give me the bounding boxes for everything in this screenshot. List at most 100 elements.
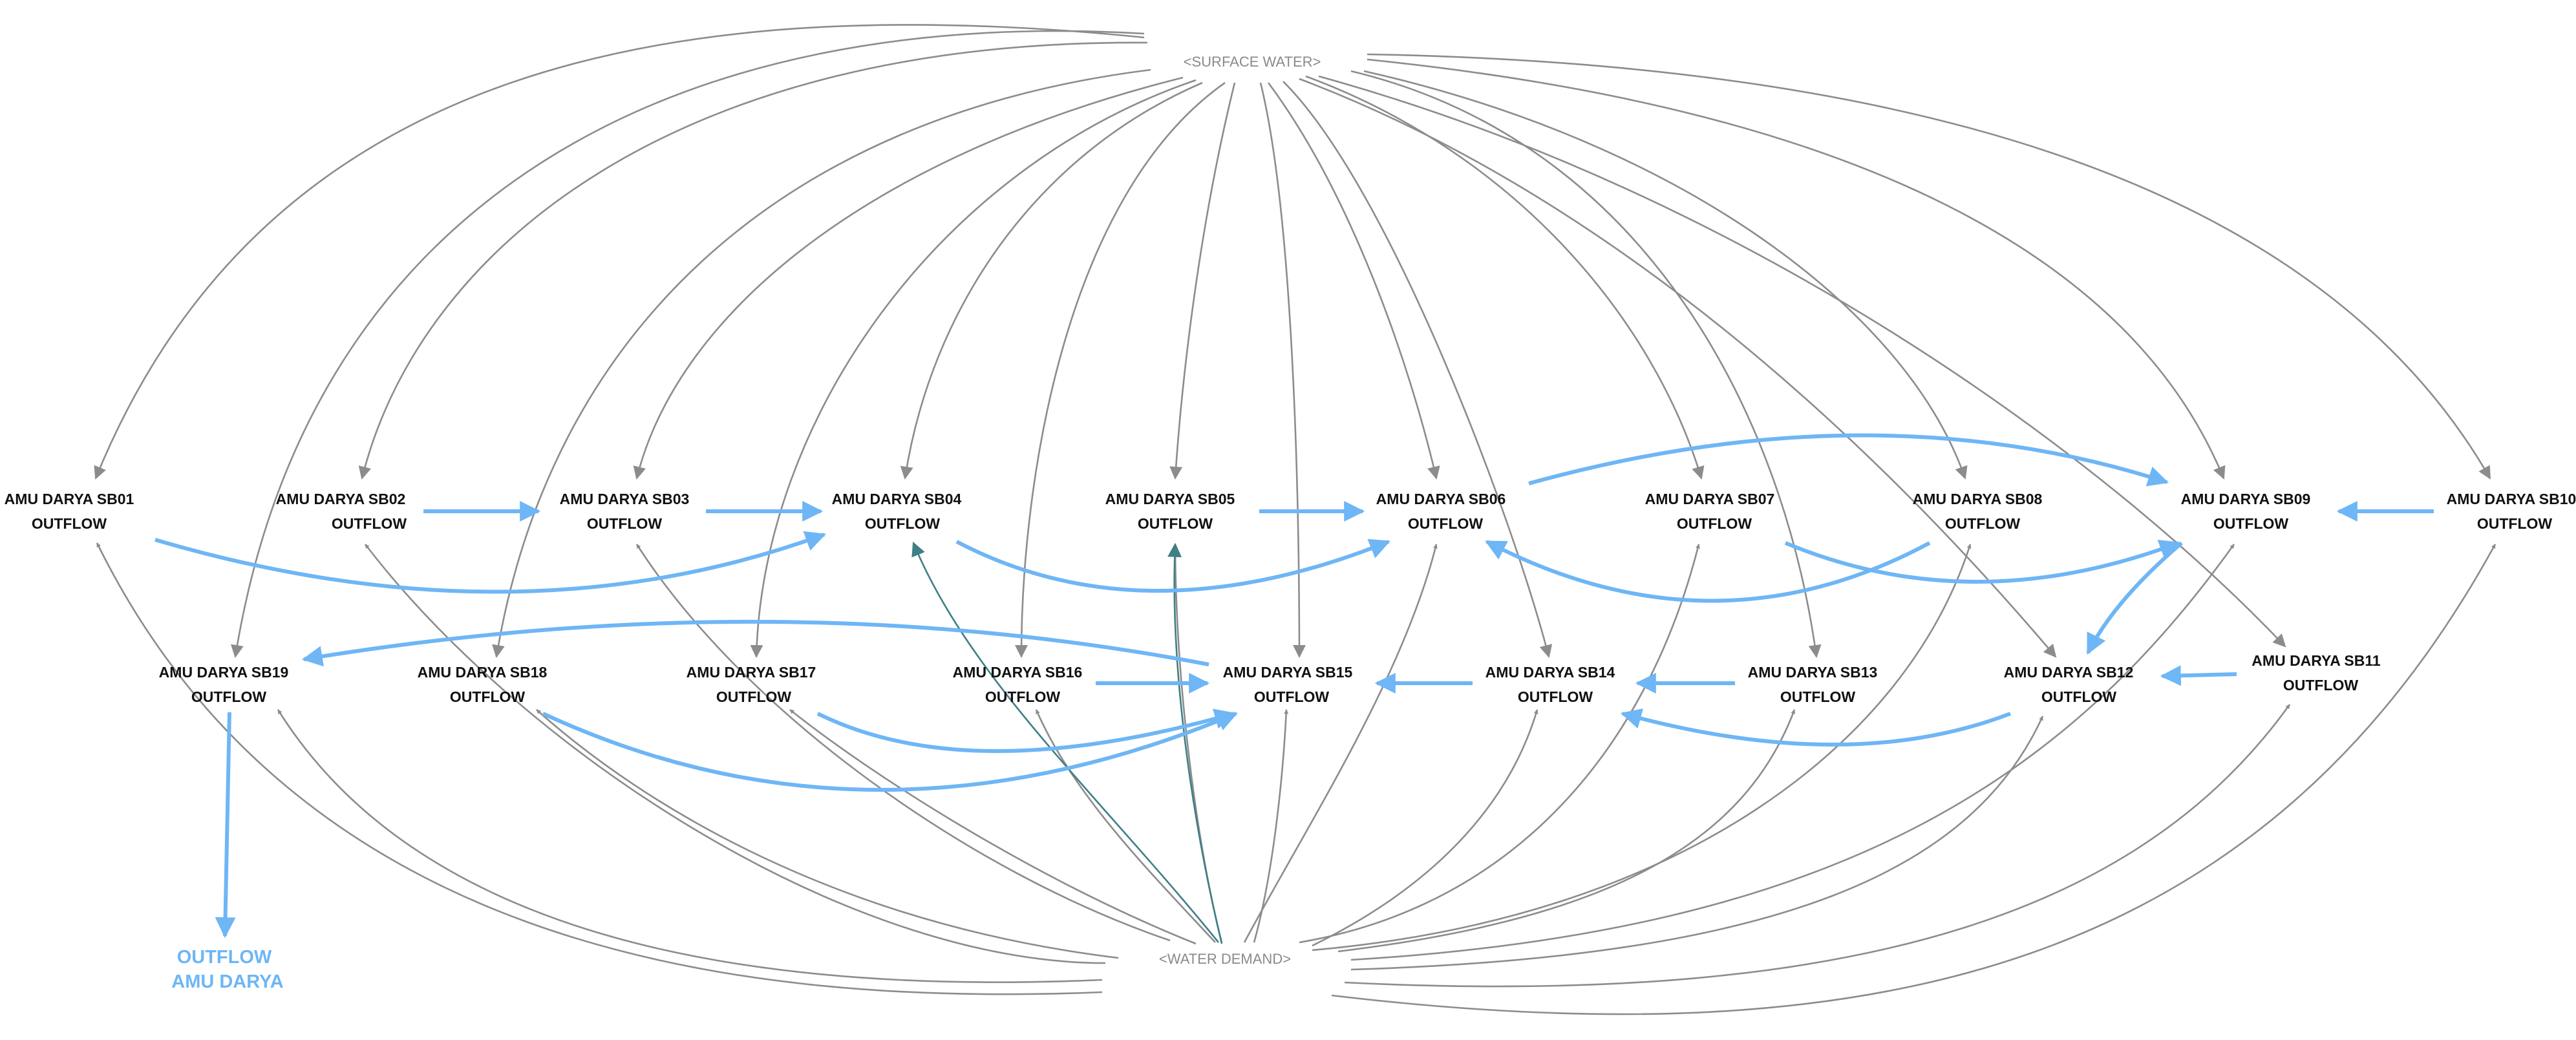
link-surface-water-to-sb19 [231, 30, 1145, 658]
link-water-demand-to-sb12 [1350, 716, 2044, 971]
flow-link-sb18-to-sb15 [542, 711, 1238, 792]
link-surface-water-to-sb17 [750, 79, 1197, 658]
node-sb12[interactable]: AMU DARYA SB12 OUTFLOW [2004, 664, 2134, 705]
flow-links-group [154, 433, 2434, 939]
link-water-demand-to-sb10 [1331, 544, 2496, 1015]
svg-text:AMU DARYA SB13: AMU DARYA SB13 [1748, 664, 1878, 681]
link-surface-water-to-sb06 [1267, 82, 1440, 480]
flow-link-sb11-to-sb12 [2160, 665, 2237, 686]
node-sb07[interactable]: AMU DARYA SB07 OUTFLOW [1645, 491, 1775, 532]
node-sb14[interactable]: AMU DARYA SB14 OUTFLOW [1485, 664, 1615, 705]
teal-links-group [911, 541, 1223, 944]
node-sb02[interactable]: AMU DARYA SB02 OUTFLOW [276, 491, 407, 532]
flow-link-sb17-to-sb15 [816, 708, 1236, 753]
node-sb16[interactable]: AMU DARYA SB16 OUTFLOW [953, 664, 1083, 705]
svg-text:OUTFLOW: OUTFLOW [32, 515, 107, 532]
gray-links-group [94, 24, 2496, 1015]
node-sb05[interactable]: AMU DARYA SB05 OUTFLOW [1105, 491, 1235, 532]
link-water-demand-to-sb08 [1312, 544, 1972, 951]
node-sb18[interactable]: AMU DARYA SB18 OUTFLOW [418, 664, 548, 705]
svg-text:AMU DARYA SB09: AMU DARYA SB09 [2181, 491, 2311, 507]
svg-text:AMU DARYA SB15: AMU DARYA SB15 [1223, 664, 1353, 681]
surface-water-shadow-variable[interactable]: <SURFACE WATER> [1184, 54, 1321, 70]
svg-text:OUTFLOW: OUTFLOW [985, 688, 1061, 705]
svg-text:OUTFLOW: OUTFLOW [1780, 688, 1856, 705]
svg-text:AMU DARYA SB11: AMU DARYA SB11 [2251, 652, 2381, 669]
svg-text:AMU DARYA SB02: AMU DARYA SB02 [276, 491, 406, 507]
node-sb19[interactable]: AMU DARYA SB19 OUTFLOW [159, 664, 289, 705]
link-water-demand-to-sb09 [1350, 544, 2235, 961]
svg-text:AMU DARYA SB07: AMU DARYA SB07 [1645, 491, 1775, 507]
svg-text:OUTFLOW: OUTFLOW [865, 515, 941, 532]
link-water-demand-to-sb05 [1167, 542, 1223, 944]
link-water-demand-to-sb19 [277, 709, 1103, 983]
node-sb06[interactable]: AMU DARYA SB06 OUTFLOW [1376, 491, 1506, 532]
flow-link-sb06-to-sb09 [1528, 433, 2169, 487]
node-sb03[interactable]: AMU DARYA SB03 OUTFLOW [560, 491, 690, 532]
node-sb08[interactable]: AMU DARYA SB08 OUTFLOW [1913, 491, 2043, 532]
node-sb13[interactable]: AMU DARYA SB13 OUTFLOW [1748, 664, 1878, 705]
node-sb17[interactable]: AMU DARYA SB17 OUTFLOW [687, 664, 816, 705]
flow-link-sb04-to-sb06 [955, 538, 1390, 593]
link-surface-water-to-sb14 [1283, 81, 1553, 658]
svg-text:OUTFLOW: OUTFLOW [1408, 515, 1484, 532]
link-water-demand-to-sb18 [536, 709, 1119, 959]
water-demand-shadow-variable[interactable]: <WATER DEMAND> [1159, 951, 1291, 967]
link-water-demand-to-sb16 [1035, 709, 1216, 943]
svg-text:AMU DARYA SB19: AMU DARYA SB19 [159, 664, 289, 681]
link-water-demand-to-sb13 [1337, 709, 1796, 953]
svg-text:OUTFLOW: OUTFLOW [2213, 515, 2289, 532]
svg-text:AMU DARYA SB12: AMU DARYA SB12 [2004, 664, 2134, 681]
node-sb10[interactable]: AMU DARYA SB10 OUTFLOW [2447, 491, 2576, 532]
final-outflow-node[interactable]: OUTFLOW AMU DARYA [171, 947, 284, 992]
svg-text:AMU DARYA SB08: AMU DARYA SB08 [1913, 491, 2043, 507]
svg-text:OUTFLOW: OUTFLOW [2477, 515, 2553, 532]
svg-text:OUTFLOW: OUTFLOW [177, 947, 272, 968]
link-surface-water-to-sb18 [492, 69, 1151, 658]
flow-link-sb08-to-sb06 [1485, 540, 1931, 603]
link-surface-water-to-sb04 [900, 81, 1203, 480]
svg-text:OUTFLOW: OUTFLOW [450, 688, 526, 705]
svg-text:AMU DARYA SB16: AMU DARYA SB16 [953, 664, 1083, 681]
link-water-demand-to-sb11 [1344, 704, 2291, 988]
svg-text:OUTFLOW: OUTFLOW [332, 515, 407, 532]
flow-link-sb19-to-final-outflow [215, 712, 236, 939]
link-surface-water-to-sb13 [1350, 70, 1822, 658]
svg-text:OUTFLOW: OUTFLOW [1254, 688, 1330, 705]
svg-text:OUTFLOW: OUTFLOW [1138, 515, 1213, 532]
svg-text:AMU DARYA: AMU DARYA [171, 971, 284, 992]
svg-text:AMU DARYA SB04: AMU DARYA SB04 [832, 491, 962, 507]
svg-text:AMU DARYA SB03: AMU DARYA SB03 [560, 491, 690, 507]
flow-link-sb09-to-sb12 [2086, 541, 2183, 655]
node-sb15[interactable]: AMU DARYA SB15 OUTFLOW [1223, 664, 1353, 705]
svg-text:OUTFLOW: OUTFLOW [1518, 688, 1593, 705]
link-surface-water-to-sb16 [1015, 81, 1226, 658]
link-surface-water-to-sb15 [1259, 82, 1306, 658]
svg-text:OUTFLOW: OUTFLOW [1677, 515, 1752, 532]
link-water-demand-to-sb17 [789, 708, 1197, 945]
svg-text:OUTFLOW: OUTFLOW [1945, 515, 2021, 532]
svg-text:OUTFLOW: OUTFLOW [191, 688, 267, 705]
link-water-demand-to-sb05 [1173, 552, 1223, 943]
link-surface-water-to-sb09 [1367, 58, 2226, 480]
flow-link-sb12-to-sb14 [1620, 708, 2012, 747]
node-sb04[interactable]: AMU DARYA SB04 OUTFLOW [832, 491, 962, 532]
node-sb01[interactable]: AMU DARYA SB01 OUTFLOW [5, 491, 134, 532]
link-surface-water-to-sb07 [1305, 75, 1705, 480]
link-water-demand-to-sb02 [364, 544, 1106, 964]
svg-text:OUTFLOW: OUTFLOW [587, 515, 663, 532]
link-water-demand-to-sb03 [635, 544, 1171, 942]
svg-text:AMU DARYA SB01: AMU DARYA SB01 [5, 491, 134, 507]
link-water-demand-to-sb06 [1243, 544, 1438, 943]
link-surface-water-to-sb05 [1169, 82, 1236, 480]
link-water-demand-to-sb01 [96, 542, 1103, 995]
node-sb09[interactable]: AMU DARYA SB09 OUTFLOW [2181, 491, 2311, 532]
svg-text:AMU DARYA SB10: AMU DARYA SB10 [2447, 491, 2576, 507]
link-water-demand-to-sb15 [1253, 709, 1289, 943]
node-sb11[interactable]: AMU DARYA SB11 OUTFLOW [2251, 652, 2381, 694]
link-water-demand-to-sb07 [1299, 544, 1700, 944]
svg-text:OUTFLOW: OUTFLOW [2041, 688, 2117, 705]
flow-link-sb15-to-sb19 [301, 619, 1209, 667]
svg-text:AMU DARYA SB18: AMU DARYA SB18 [418, 664, 548, 681]
